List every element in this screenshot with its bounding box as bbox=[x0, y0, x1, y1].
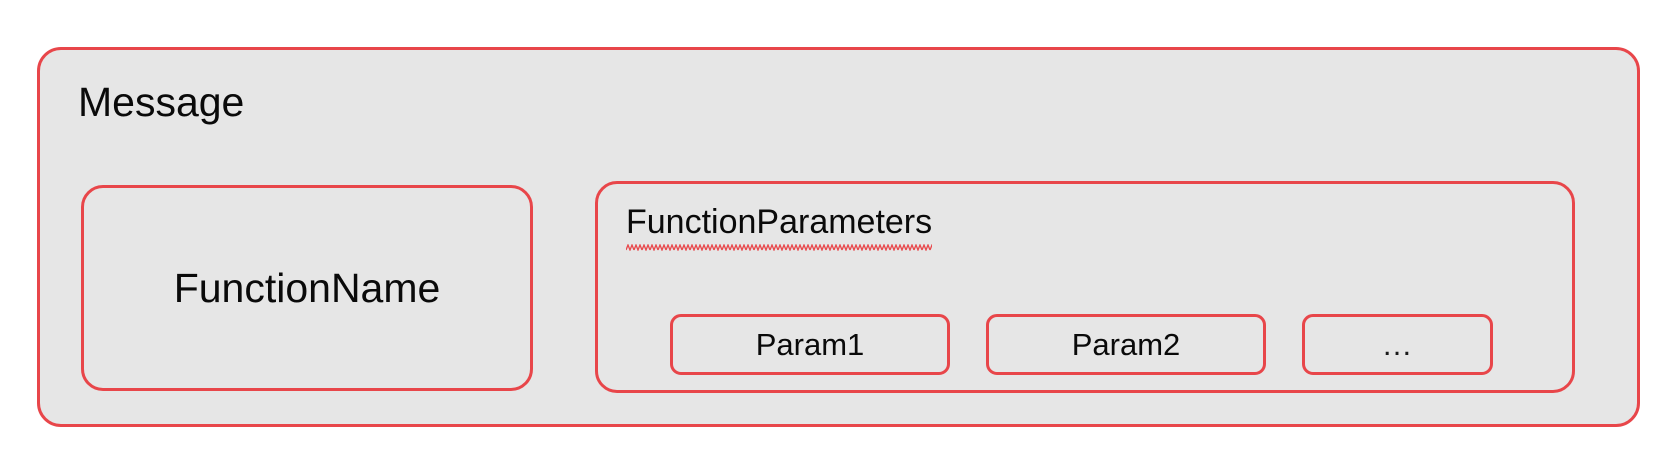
function-parameters-box: FunctionParameters Param1 Param2 … bbox=[595, 181, 1575, 393]
parameters-row: Param1 Param2 … bbox=[670, 314, 1493, 375]
function-parameters-title: FunctionParameters bbox=[626, 203, 933, 241]
message-box: Message FunctionName FunctionParameters … bbox=[37, 47, 1640, 427]
param-label-1: Param1 bbox=[755, 327, 865, 362]
param-box-ellipsis: … bbox=[1302, 314, 1493, 375]
param-label-2: Param2 bbox=[1071, 327, 1181, 362]
function-name-label: FunctionName bbox=[173, 264, 441, 311]
param-box-1: Param1 bbox=[670, 314, 950, 375]
param-box-2: Param2 bbox=[986, 314, 1266, 375]
spellcheck-squiggle-underline bbox=[626, 244, 933, 251]
function-name-box: FunctionName bbox=[81, 185, 533, 391]
function-parameters-title-group: FunctionParameters bbox=[626, 203, 933, 251]
param-label-ellipsis: … bbox=[1381, 327, 1414, 362]
message-title: Message bbox=[78, 79, 245, 125]
